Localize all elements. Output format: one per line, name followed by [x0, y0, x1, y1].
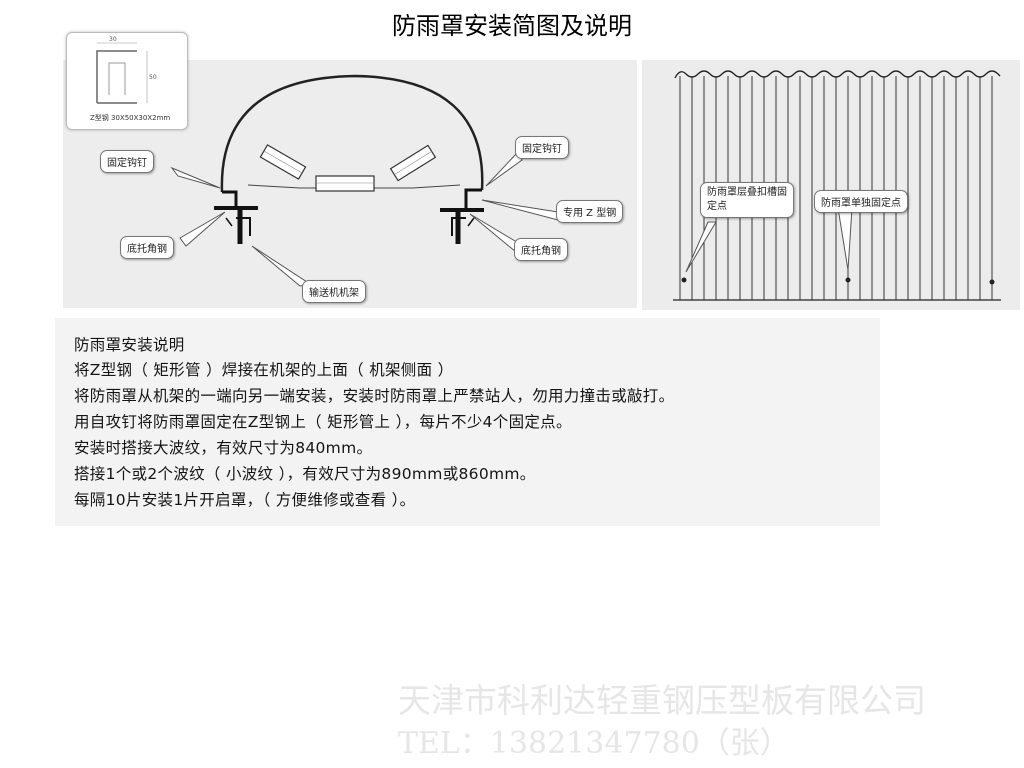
- note-line-1: 将Z型钢（ 矩形管 ）焊接在机架的上面（ 机架侧面 ）: [74, 361, 454, 379]
- corrugated-sheet: [673, 70, 1001, 301]
- inset-dim-side: 50: [149, 74, 157, 81]
- idler-left: [259, 144, 307, 180]
- callout-fixed-nail-left: 固定钩钉: [100, 150, 154, 173]
- z-steel-profile-drawing: 30 50: [96, 36, 157, 104]
- note-line-4: 安装时搭接大波纹，有效尺寸为840mm。: [74, 439, 373, 457]
- notes-title: 防雨罩安装说明: [74, 336, 185, 354]
- idler-right: [389, 144, 437, 182]
- sheet-callout-pointers: [685, 207, 853, 273]
- note-line-2: 将防雨罩从机架的一端向另一端安装，安装时防雨罩上严禁站人，勿用力撞击或敲打。: [74, 387, 675, 405]
- sheet-corrugation-lines: [679, 76, 993, 300]
- inset-dim-top: 30: [109, 36, 117, 43]
- callout-fixed-nail-right: 固定钩钉: [515, 136, 569, 159]
- left-support: [214, 190, 258, 244]
- callout-angle-steel-right: 底托角钢: [514, 238, 568, 261]
- installation-notes-panel: [55, 318, 880, 526]
- page-title: 防雨罩安装简图及说明: [392, 12, 632, 40]
- callout-conveyor-frame: 输送机机架: [302, 280, 366, 303]
- callout-z-steel: 专用 Z 型钢: [556, 200, 624, 223]
- note-line-3: 用自攻钉将防雨罩固定在Z型钢上（ 矩形管上 ），每片不少4个固定点。: [74, 413, 572, 431]
- callout-angle-steel-left: 底托角钢: [120, 236, 174, 259]
- callout-pointers-right: [469, 151, 559, 253]
- note-line-5: 搭接1个或2个波纹（ 小波纹 ），有效尺寸为890mm或860mm。: [74, 465, 536, 483]
- watermark-company: 天津市科利达轻重钢压型板有限公司: [398, 681, 926, 720]
- note-line-6: 每隔10片安装1片开启罩，（ 方便维修或查看 ）。: [74, 491, 416, 509]
- sheet-wave-top: [674, 70, 1001, 79]
- z-steel-inset-caption: Z型钢 30X50X30X2mm: [90, 114, 171, 122]
- idler-center: [315, 175, 375, 192]
- fastener-dots: [681, 277, 995, 285]
- z-steel-inset: 30 50: [66, 32, 188, 130]
- cover-arch: [220, 74, 484, 193]
- watermark-tel: TEL：13821347780（张）: [398, 726, 790, 761]
- right-support: [440, 188, 484, 244]
- callout-overlap-fix-point: 防雨罩层叠扣槽固定点: [700, 182, 794, 218]
- callout-single-fix-point: 防雨罩单独固定点: [814, 190, 908, 213]
- callout-pointers-left: [170, 166, 312, 287]
